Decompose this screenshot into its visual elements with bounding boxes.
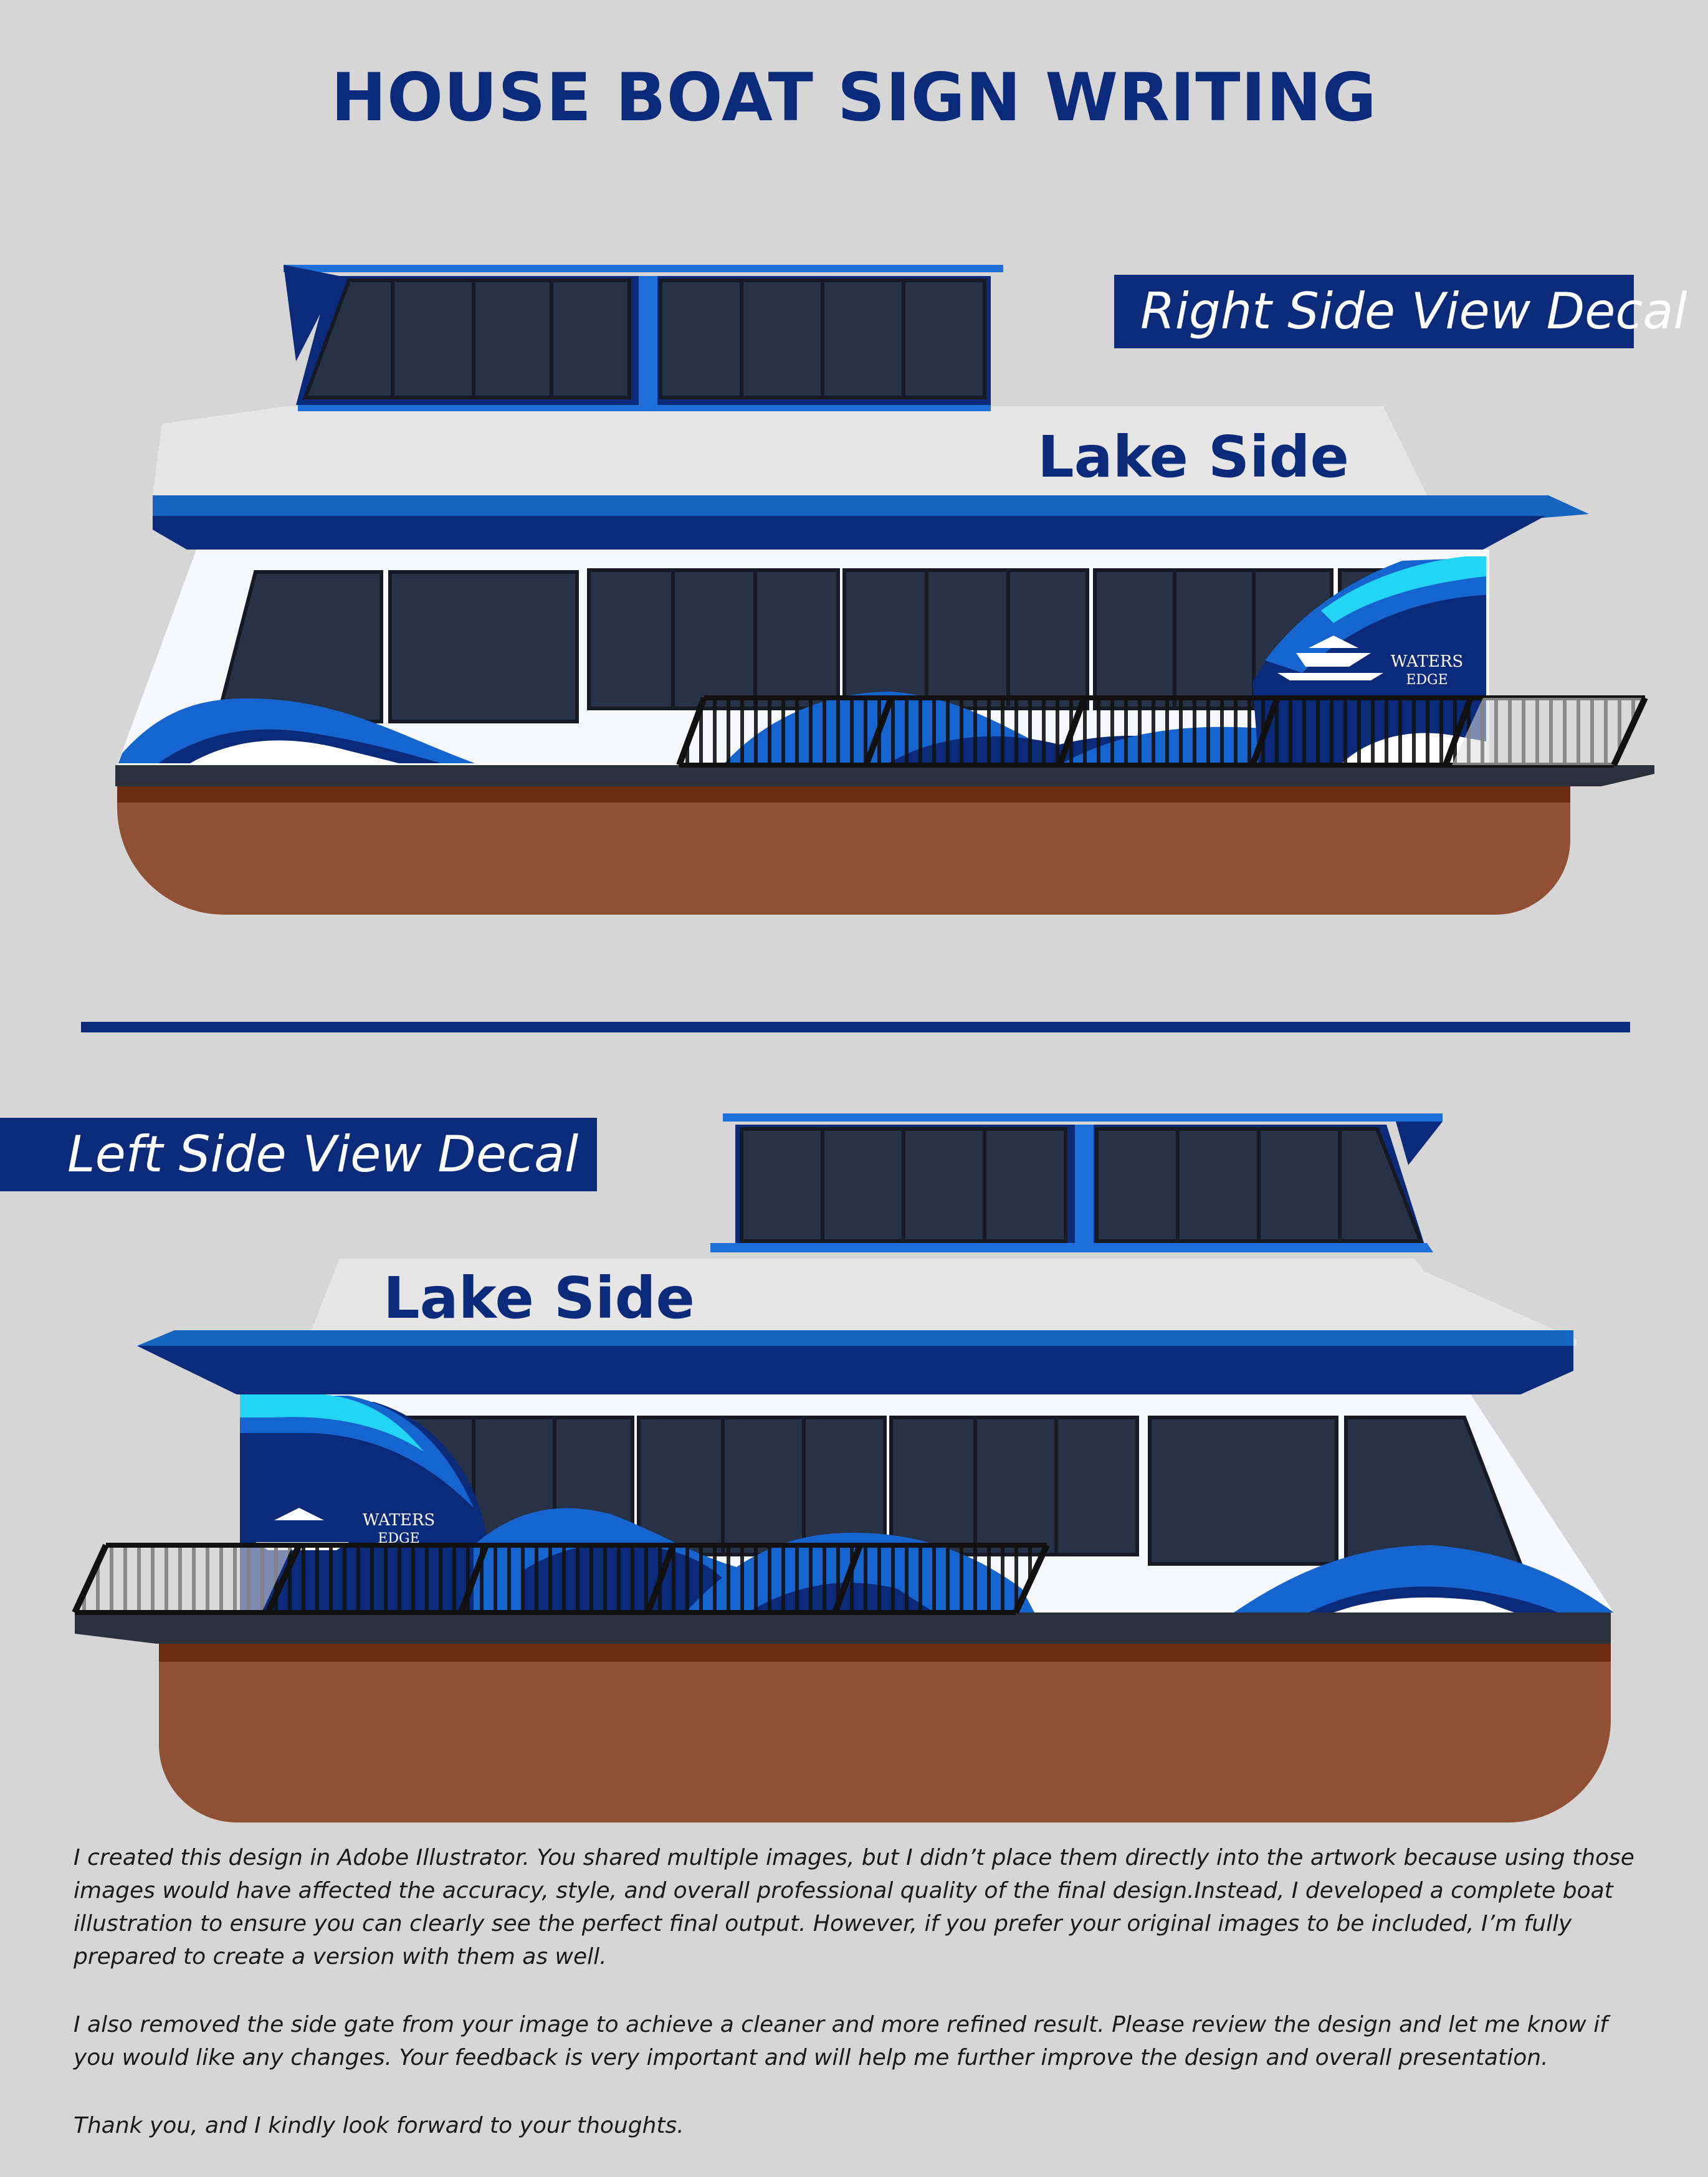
main-roof — [153, 495, 1589, 550]
page-title: HOUSE BOAT SIGN WRITING — [331, 59, 1377, 136]
hull — [159, 1629, 1611, 1822]
upper-cabin — [305, 1259, 1577, 1346]
note-paragraph: I also removed the side gate from your i… — [74, 2012, 1608, 2070]
deck — [115, 765, 1654, 786]
left-view-label: Left Side View Decal — [0, 1118, 597, 1191]
upper-cabin — [153, 406, 1427, 495]
deck-railing — [676, 695, 1648, 768]
main-roof — [137, 1330, 1573, 1394]
designer-notes: I created this design in Adobe Illustrat… — [74, 1841, 1638, 2177]
note-paragraph: I created this design in Adobe Illustrat… — [74, 1845, 1634, 1970]
left-side-boat-illustration: WATERS EDGE Lake Side — [72, 1113, 1614, 1822]
hull — [117, 784, 1570, 915]
section-divider — [81, 1022, 1630, 1032]
logo-line1: WATERS — [1391, 652, 1464, 671]
boat-name: Lake Side — [1038, 424, 1349, 490]
logo-line2: EDGE — [1406, 672, 1448, 688]
right-view-label: Right Side View Decal — [1114, 275, 1687, 348]
right-side-boat-illustration: WATERS EDGE Lake Side — [115, 265, 1654, 915]
deck — [75, 1613, 1611, 1644]
waters-edge-logo: WATERS EDGE — [1277, 636, 1463, 688]
deck-railing — [72, 1543, 1050, 1615]
note-paragraph: Thank you, and I kindly look forward to … — [74, 2113, 684, 2138]
top-cabin — [284, 265, 1003, 411]
logo-line1: WATERS — [363, 1511, 436, 1530]
boat-name: Lake Side — [383, 1265, 695, 1331]
top-cabin — [710, 1113, 1443, 1252]
